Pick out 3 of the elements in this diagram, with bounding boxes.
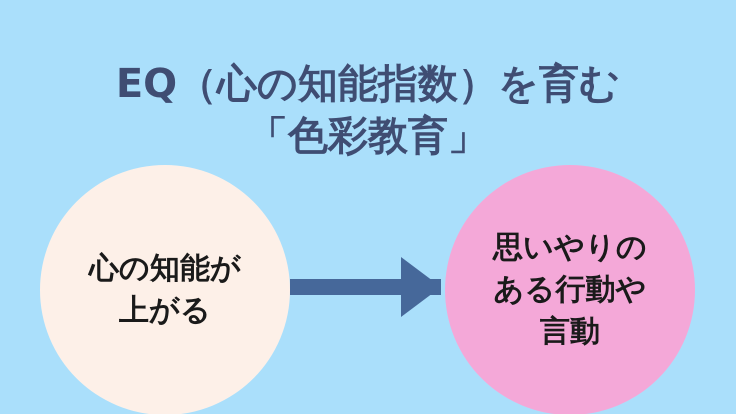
node-text: 心の知能が上がる	[87, 250, 242, 330]
node-text: 思いやりのある行動や言動	[491, 229, 648, 351]
title: EQ（心の知能指数）を育む「色彩教育」	[114, 60, 622, 161]
